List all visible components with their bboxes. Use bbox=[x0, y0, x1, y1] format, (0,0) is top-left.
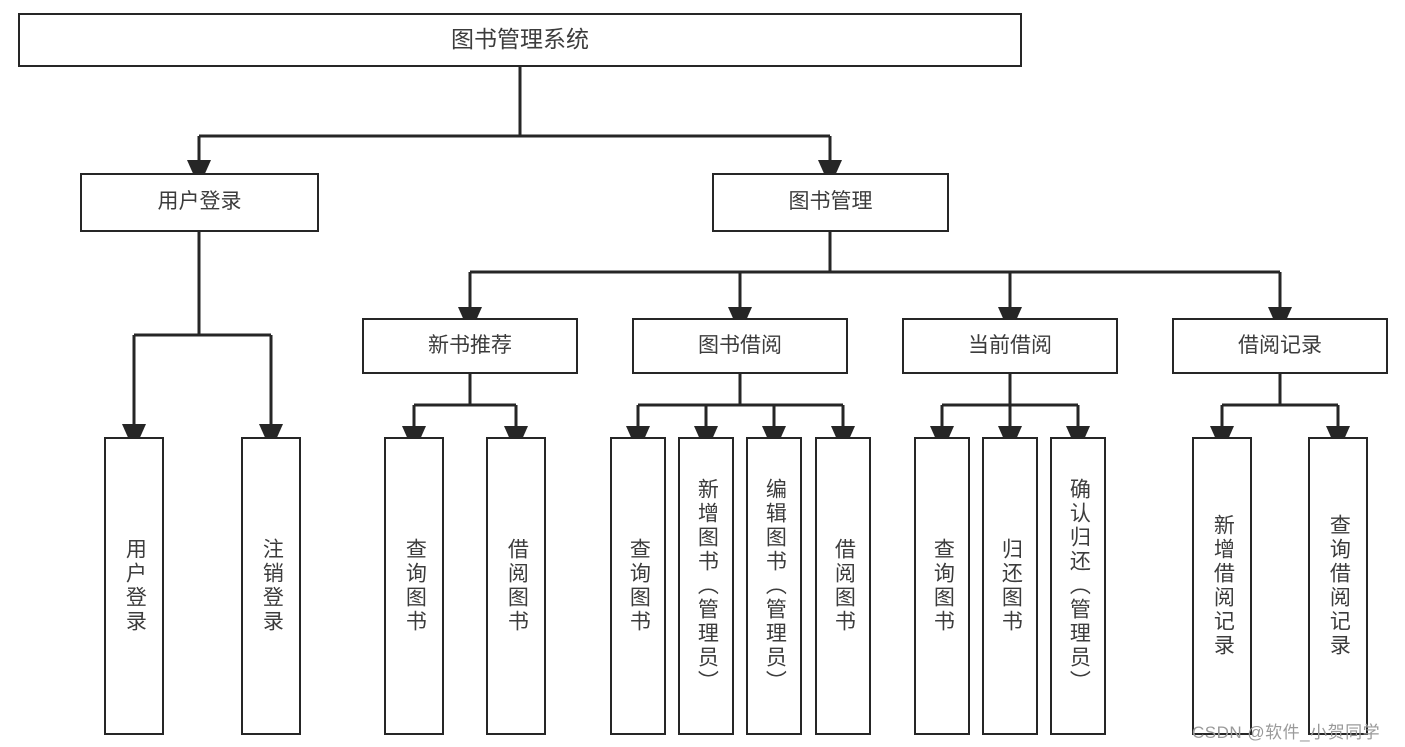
node-user-login[interactable]: 用户登录 bbox=[80, 173, 319, 232]
leaf-borrow-query-book[interactable]: 查询图书 bbox=[610, 437, 666, 735]
node-label: 借阅图书 bbox=[505, 538, 529, 634]
node-label: 注销登录 bbox=[260, 538, 284, 634]
leaf-current-query-book[interactable]: 查询图书 bbox=[914, 437, 970, 735]
leaf-record-query-record[interactable]: 查询借阅记录 bbox=[1308, 437, 1368, 735]
node-label: 编辑图书（管理员） bbox=[763, 478, 787, 694]
node-book-management[interactable]: 图书管理 bbox=[712, 173, 949, 232]
leaf-borrow-add-book[interactable]: 新增图书（管理员） bbox=[678, 437, 734, 735]
node-label: 查询借阅记录 bbox=[1327, 514, 1351, 658]
node-label: 图书管理 bbox=[788, 190, 873, 214]
csdn-watermark: CSDN @软件_小贺同学 bbox=[1192, 718, 1380, 743]
node-label: 新增借阅记录 bbox=[1211, 514, 1235, 658]
leaf-recommend-query-book[interactable]: 查询图书 bbox=[384, 437, 444, 735]
node-label: 查询图书 bbox=[403, 538, 427, 634]
node-label: 图书借阅 bbox=[698, 333, 782, 357]
leaf-borrow-edit-book[interactable]: 编辑图书（管理员） bbox=[746, 437, 802, 735]
node-book-borrow[interactable]: 图书借阅 bbox=[632, 318, 848, 374]
node-label: 查询图书 bbox=[627, 538, 651, 634]
leaf-current-return-book[interactable]: 归还图书 bbox=[982, 437, 1038, 735]
node-label: 确认归还（管理员） bbox=[1067, 478, 1091, 694]
leaf-current-confirm-return[interactable]: 确认归还（管理员） bbox=[1050, 437, 1106, 735]
node-label: 借阅记录 bbox=[1238, 333, 1322, 357]
node-label: 用户登录 bbox=[123, 538, 147, 634]
leaf-recommend-borrow-book[interactable]: 借阅图书 bbox=[486, 437, 546, 735]
node-borrow-record[interactable]: 借阅记录 bbox=[1172, 318, 1388, 374]
node-label: 用户登录 bbox=[157, 190, 242, 214]
node-label: 当前借阅 bbox=[968, 333, 1052, 357]
node-label: 借阅图书 bbox=[832, 538, 856, 634]
leaf-user-login-signout[interactable]: 注销登录 bbox=[241, 437, 301, 735]
node-root-system[interactable]: 图书管理系统 bbox=[18, 13, 1022, 67]
node-label: 新书推荐 bbox=[428, 333, 512, 357]
node-new-book-recommend[interactable]: 新书推荐 bbox=[362, 318, 578, 374]
node-label: 新增图书（管理员） bbox=[695, 478, 719, 694]
node-label: 图书管理系统 bbox=[451, 26, 589, 53]
node-current-borrow[interactable]: 当前借阅 bbox=[902, 318, 1118, 374]
node-label: 归还图书 bbox=[999, 538, 1023, 634]
node-label: 查询图书 bbox=[931, 538, 955, 634]
watermark-text: CSDN @软件_小贺同学 bbox=[1192, 723, 1381, 742]
leaf-borrow-borrow-book[interactable]: 借阅图书 bbox=[815, 437, 871, 735]
leaf-user-login-signin[interactable]: 用户登录 bbox=[104, 437, 164, 735]
leaf-record-add-record[interactable]: 新增借阅记录 bbox=[1192, 437, 1252, 735]
